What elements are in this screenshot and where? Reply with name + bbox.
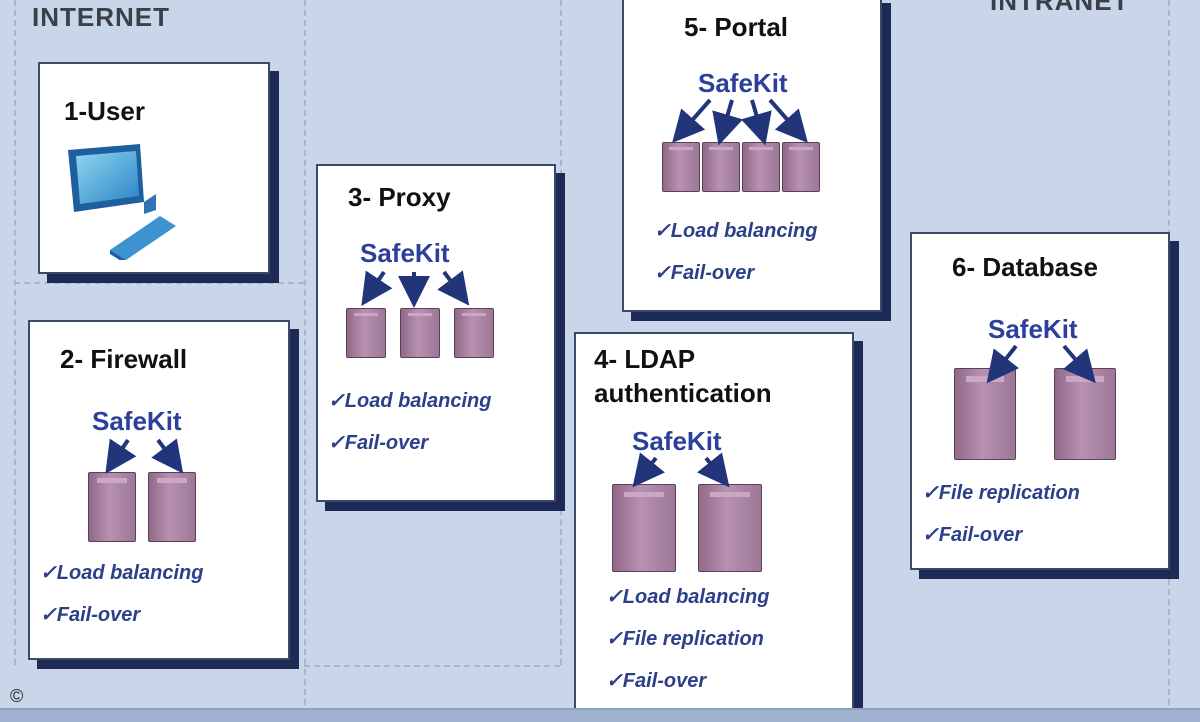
intranet-zone-label: INTRANET: [990, 0, 1130, 16]
feature-item: ✓Fail-over: [328, 432, 429, 454]
feature-item: ✓Load balancing: [606, 586, 770, 608]
feature-item: ✓Fail-over: [654, 262, 755, 284]
server-icon: [88, 472, 136, 542]
internet-zone-label: INTERNET: [32, 2, 170, 32]
user-node-title: 1-User: [64, 96, 145, 126]
zone-divider-2: [304, 0, 306, 705]
server-icon: [702, 142, 740, 192]
zone-divider-h1: [14, 282, 304, 284]
server-icon: [454, 308, 494, 358]
ldap-safekit-label: SafeKit: [632, 426, 722, 456]
portal-safekit-label: SafeKit: [698, 68, 788, 98]
user-node: 1-User: [38, 62, 270, 274]
zone-divider-h2: [304, 665, 560, 667]
portal-node: 5- Portal SafeKit ✓Load balancing ✓Fail-…: [622, 0, 882, 312]
feature-item: ✓Fail-over: [40, 604, 141, 626]
server-icon: [782, 142, 820, 192]
server-icon: [612, 484, 676, 572]
ldap-node: 4- LDAP authentication SafeKit ✓Load bal…: [574, 332, 854, 710]
zone-divider-3: [560, 0, 562, 665]
feature-item: ✓Fail-over: [922, 524, 1023, 546]
zone-divider-1: [14, 0, 16, 665]
computer-icon: [68, 144, 176, 260]
copyright-icon: ©: [10, 686, 24, 706]
feature-item: ✓Load balancing: [40, 562, 204, 584]
server-icon: [698, 484, 762, 572]
firewall-safekit-label: SafeKit: [92, 406, 182, 436]
feature-item: ✓File replication: [606, 628, 764, 650]
feature-item: ✓Load balancing: [328, 390, 492, 412]
feature-item: ✓Fail-over: [606, 670, 707, 692]
server-icon: [662, 142, 700, 192]
database-safekit-label: SafeKit: [988, 314, 1078, 344]
feature-item: ✓Load balancing: [654, 220, 818, 242]
bottom-strip: [0, 708, 1200, 722]
ldap-node-title: 4- LDAP authentication: [594, 344, 772, 408]
portal-node-title: 5- Portal: [684, 12, 789, 42]
server-icon: [742, 142, 780, 192]
feature-item: ✓File replication: [922, 482, 1080, 504]
server-icon: [400, 308, 440, 358]
proxy-node: 3- Proxy SafeKit ✓Load balancing ✓Fail-o…: [316, 164, 556, 502]
database-node-title: 6- Database: [952, 252, 1098, 282]
proxy-safekit-label: SafeKit: [360, 238, 450, 268]
server-icon: [346, 308, 386, 358]
firewall-node-title: 2- Firewall: [60, 344, 188, 374]
firewall-node: 2- Firewall SafeKit ✓Load balancing ✓Fai…: [28, 320, 290, 660]
proxy-node-title: 3- Proxy: [348, 182, 451, 212]
